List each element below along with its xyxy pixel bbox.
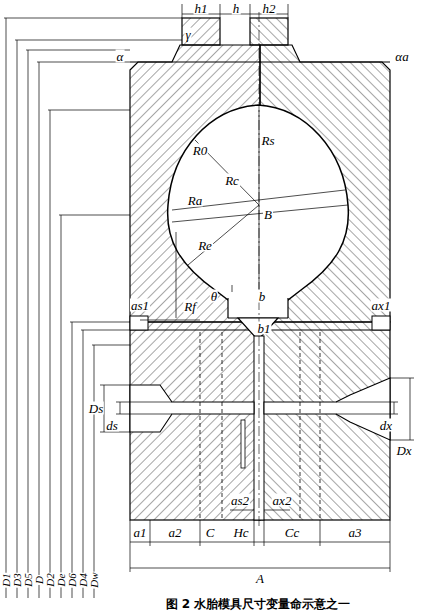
dimension-label: a3 [348,526,363,539]
extension-line [48,110,130,111]
dimension-label: Ra [187,194,203,207]
dimension-line [61,215,62,598]
cavity [168,105,349,300]
dimension-label: De [56,573,67,588]
stem [250,18,288,45]
dimension-label: C [205,526,216,539]
extension-line [92,345,130,346]
dimension-label: Re [197,239,213,252]
dimension-label: b1 [257,322,272,335]
right-bore [264,378,390,440]
dimension-line [50,110,51,598]
extension-line [26,50,130,51]
dimension-label: b [258,290,267,303]
dimension-line [17,40,18,598]
dimension-label: ds [105,419,119,432]
extension-line [59,215,130,216]
dimension-label: D5 [23,572,34,587]
dimension-label: a2 [168,526,183,539]
dimension-line [39,62,40,598]
dimension-label: θ [210,290,218,303]
extension-line [4,18,182,19]
extension-line [15,40,182,41]
dimension-line [94,345,95,598]
dimension-label: Rs [261,134,276,147]
dimension-label: D3 [12,572,23,587]
dimension-label: Ds [88,402,104,415]
lower-mold-left [130,322,260,520]
dimension-label: Cc [284,526,300,539]
figure-caption: 图 2 水胎模具尺寸变量命示意之一 [166,596,351,613]
dimension-label: h1 [194,2,209,15]
dimension-line [72,322,73,598]
dimension-label: R0 [192,144,208,157]
extension-line [81,330,130,331]
dimension-label: D [34,575,45,585]
dimension-line [83,330,84,598]
dimension-label: Dx [395,444,412,457]
dimension-label: a1 [133,526,148,539]
dimension-label: ax1 [371,299,392,312]
dimension-label: D2 [45,572,56,587]
dimension-label: γ [184,28,191,41]
notch [372,316,390,330]
lower-mold-right [260,322,390,520]
dimension-label: αa [394,50,409,63]
left-bore [130,385,254,432]
dimension-label: D1 [1,572,12,587]
dimension-label: h [232,2,241,15]
dimension-label: D6 [67,572,78,587]
dimension-label: as2 [230,494,250,507]
dimension-label: B [263,208,273,221]
dimension-label: h2 [262,2,277,15]
dimension-label: as1 [130,299,150,312]
dimension-label: Rf [183,300,197,313]
dimension-label: Rc [224,174,240,187]
dimension-label: dx [379,419,393,432]
dimension-label: ax2 [272,494,293,507]
dimension-label: D4 [78,572,89,587]
dimension-label: Hc [232,526,249,539]
dimension-line [6,18,7,598]
notch [130,316,148,330]
dimension-label: α [116,50,125,63]
stem [182,18,220,45]
extension-line [70,322,130,323]
dimension-line [28,50,29,598]
dimension-label: A [255,572,265,585]
dimension-label: Dw [89,571,100,588]
